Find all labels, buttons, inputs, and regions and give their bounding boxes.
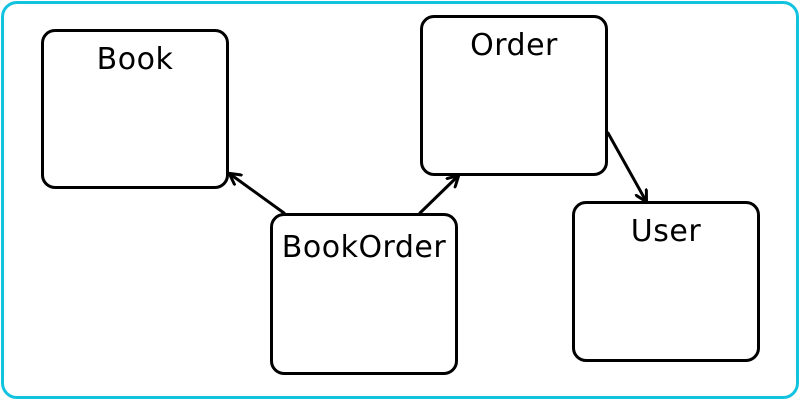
node-user[interactable]: User [572,201,760,362]
node-user-label: User [630,214,702,249]
node-book[interactable]: Book [41,29,229,189]
node-bookorder[interactable]: BookOrder [270,213,458,375]
node-order[interactable]: Order [420,15,608,176]
node-order-label: Order [470,28,558,63]
node-book-label: Book [96,42,174,77]
node-bookorder-label: BookOrder [281,230,447,265]
